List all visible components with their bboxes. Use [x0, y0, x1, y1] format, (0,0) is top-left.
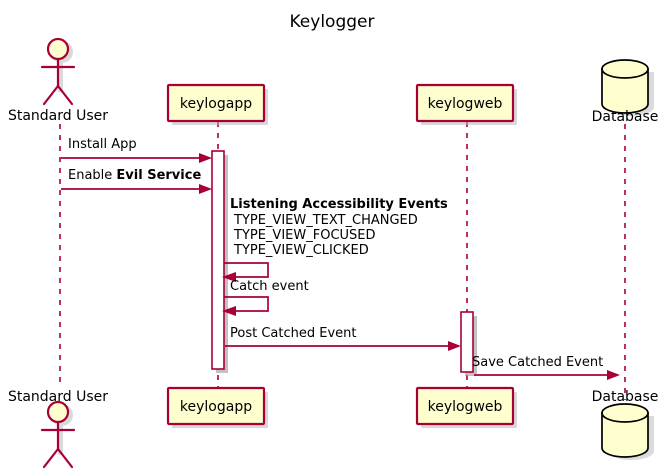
- participant-database-top[interactable]: Database: [592, 59, 659, 125]
- message-enable-evil-service[interactable]: Enable Evil Service: [61, 168, 212, 194]
- database-cylinder-body-top: [601, 68, 649, 114]
- actor-leg-right-bottom: [56, 447, 74, 469]
- message-label-post-catched-event: Post Catched Event: [230, 326, 356, 341]
- message-label-install-app: Install App: [68, 137, 137, 152]
- participant-label-keylogweb-top: keylogweb: [428, 96, 503, 112]
- message-arrowhead-post-catched-event: [448, 341, 461, 351]
- participant-keylogweb-top[interactable]: keylogweb: [415, 83, 517, 125]
- message-catch-event[interactable]: Catch event: [222, 279, 309, 316]
- message-arrowhead-save-catched-event: [607, 370, 620, 380]
- message-self-call-listening[interactable]: [222, 262, 269, 282]
- annotation-line-2: TYPE_VIEW_FOCUSED: [233, 228, 376, 243]
- message-label-evil-service-bold: Evil Service: [116, 168, 201, 183]
- annotation-line-3: TYPE_VIEW_CLICKED: [233, 243, 369, 258]
- database-cylinder-top-ellipse-bottom: [601, 403, 649, 423]
- message-arrowhead-install-app: [199, 153, 212, 163]
- activation-bar-keylogapp: [211, 150, 225, 370]
- participant-standard-user-top[interactable]: Standard User: [8, 37, 108, 124]
- actor-head-icon-bottom: [46, 400, 70, 424]
- message-line-self-call-listening: [224, 262, 269, 278]
- actor-head-icon-top: [46, 37, 70, 61]
- keylogweb-box-bottom: [415, 386, 515, 426]
- participant-label-standard-user-top: Standard User: [8, 108, 108, 124]
- participant-keylogapp-top[interactable]: keylogapp: [166, 83, 268, 125]
- participant-label-database-top: Database: [592, 109, 659, 125]
- participant-label-standard-user-bottom: Standard User: [8, 389, 108, 405]
- message-arrowhead-self-call-listening: [222, 272, 236, 282]
- participant-keylogweb-bottom[interactable]: keylogweb: [415, 386, 517, 428]
- message-label-save-catched-event: Save Catched Event: [472, 355, 603, 370]
- participant-label-keylogapp-top: keylogapp: [180, 96, 252, 112]
- database-cylinder-body-bottom: [601, 412, 649, 458]
- annotation-listening-accessibility-events: Listening Accessibility Events TYPE_VIEW…: [230, 197, 448, 258]
- participant-label-keylogweb-bottom: keylogweb: [428, 399, 503, 415]
- message-arrowhead-catch-event: [222, 306, 236, 316]
- activation-bar-keylogweb: [460, 311, 474, 373]
- keylogapp-box-top: [166, 83, 266, 123]
- actor-leg-left-top: [42, 84, 60, 106]
- database-cylinder-top-ellipse-top: [601, 59, 649, 79]
- participant-label-database-bottom: Database: [592, 389, 659, 405]
- actor-leg-right-top: [56, 84, 74, 106]
- message-label-enable-prefix: Enable: [68, 168, 116, 183]
- message-label-catch-event: Catch event: [230, 279, 309, 294]
- message-arrowhead-enable-evil-service: [199, 184, 212, 194]
- annotation-line-1: TYPE_VIEW_TEXT_CHANGED: [233, 213, 418, 228]
- participant-label-keylogapp-bottom: keylogapp: [180, 399, 252, 415]
- keylogweb-box-top: [415, 83, 515, 123]
- keylogapp-box-bottom: [166, 386, 266, 426]
- participant-standard-user-bottom[interactable]: Standard User: [8, 389, 108, 469]
- message-install-app[interactable]: Install App: [61, 137, 212, 163]
- message-save-catched-event[interactable]: Save Catched Event: [472, 355, 620, 380]
- participant-database-bottom[interactable]: Database: [592, 389, 659, 460]
- message-line-catch-event: [224, 296, 269, 312]
- participant-keylogapp-bottom[interactable]: keylogapp: [166, 386, 268, 428]
- annotation-heading: Listening Accessibility Events: [230, 197, 448, 212]
- message-post-catched-event[interactable]: Post Catched Event: [225, 326, 461, 351]
- message-label-enable-evil-service: Enable Evil Service: [68, 168, 201, 183]
- diagram-title: Keylogger: [290, 12, 375, 32]
- actor-leg-left-bottom: [42, 447, 60, 469]
